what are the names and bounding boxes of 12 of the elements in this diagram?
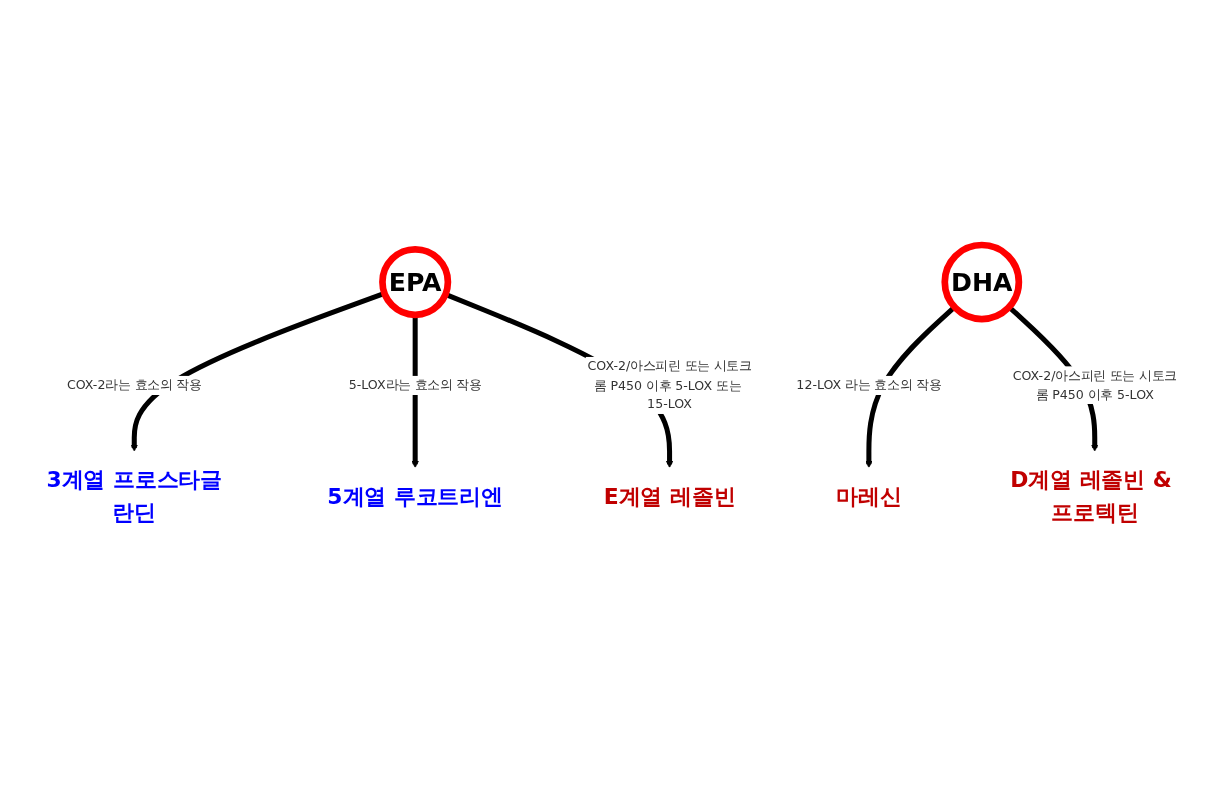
node-circle: EPA — [379, 245, 452, 319]
edge-label: COX-2라는 효소의 작용 — [66, 377, 202, 393]
edge-label: 5-LOX라는 효소의 작용 — [348, 377, 482, 393]
node-text: 3계열 프로스타글란딘 — [46, 467, 223, 526]
edge-label: COX-2/아스피린 또는 시토크롬 P450 이후 5-LOX 또는 15-LOX — [587, 358, 752, 412]
node-text: D계열 레졸빈 & 프로텍틴 — [1010, 467, 1172, 526]
node-text: E계열 레졸빈 — [603, 483, 736, 509]
node-text: 5계열 루코트리엔 — [327, 483, 503, 509]
node-text: 마레신 — [836, 483, 902, 509]
edge-label: COX-2/아스피린 또는 시토크롬 P450 이후 5-LOX — [1012, 367, 1177, 402]
edge-label: 12-LOX 라는 효소의 작용 — [796, 377, 942, 393]
node-circle: DHA — [941, 241, 1023, 323]
